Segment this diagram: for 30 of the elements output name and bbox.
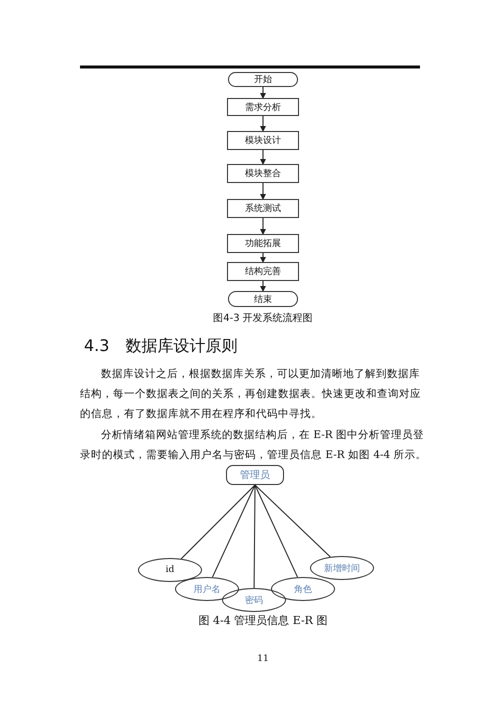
attribute-ellipse: id bbox=[138, 558, 202, 582]
arrow bbox=[260, 280, 266, 292]
paragraph: 分析情绪箱网站管理系统的数据结构后，在 E-R 图中分析管理员登录时的模式，需要输入用户名与密码，管理员信息 E-R 如图 4-4 所示。 bbox=[80, 428, 428, 463]
page-number: 11 bbox=[256, 654, 270, 664]
paragraph: 数据库设计之后，根据数据库关系，可以更加清晰地了解到数据库结构，每一个数据表之间的关系，再创建数据表。快速更改和查询对应的信息，有了数据库就不用在程序和代码中寻找。 bbox=[80, 367, 422, 422]
attribute-ellipse: 新增时间 bbox=[310, 556, 374, 580]
arrow bbox=[260, 252, 266, 263]
process-box: 功能拓展 bbox=[227, 234, 299, 253]
arrow bbox=[260, 150, 266, 165]
figure-caption: 图4-3 开发系统流程图 bbox=[212, 312, 314, 325]
attribute-ellipse: 角色 bbox=[271, 577, 335, 601]
figure-caption: 图 4-4 管理员信息 E-R 图 bbox=[198, 613, 328, 628]
arrow bbox=[260, 182, 266, 200]
section-heading: 4.3 数据库设计原则 bbox=[84, 336, 238, 357]
attribute-ellipse: 密码 bbox=[222, 588, 286, 612]
arrow bbox=[260, 86, 266, 99]
connector-line bbox=[254, 484, 256, 588]
entity-box: 管理员 bbox=[226, 465, 284, 485]
arrow bbox=[260, 116, 266, 132]
connector-line bbox=[254, 484, 298, 578]
process-box: 模块整合 bbox=[227, 164, 299, 183]
connector-line bbox=[254, 484, 331, 558]
connector-line bbox=[212, 484, 256, 578]
process-box: 需求分析 bbox=[227, 98, 299, 116]
attribute-ellipse: 用户名 bbox=[175, 577, 239, 601]
arrow bbox=[260, 218, 266, 235]
process-box: 系统测试 bbox=[227, 199, 299, 218]
connector-line bbox=[180, 484, 256, 560]
process-box: 结构完善 bbox=[227, 262, 299, 281]
process-box: 模块设计 bbox=[227, 131, 299, 150]
